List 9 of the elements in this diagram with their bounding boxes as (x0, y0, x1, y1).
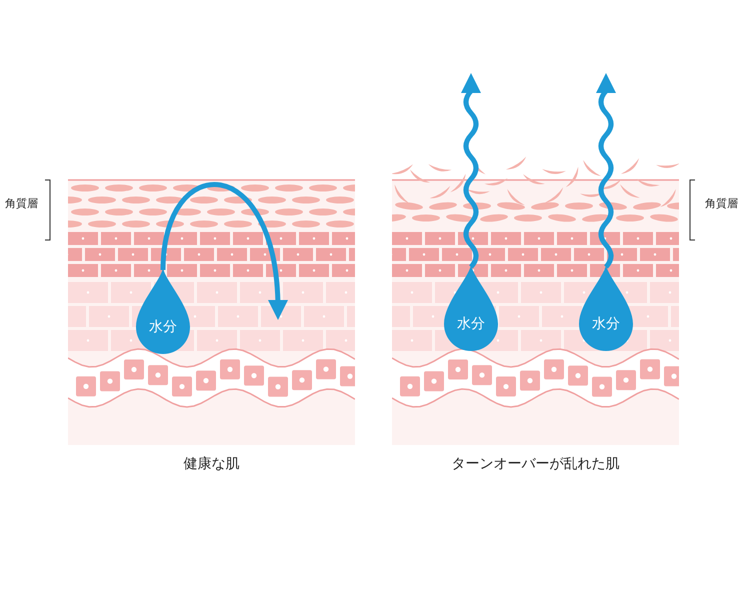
water-drop: 水分 (579, 265, 633, 351)
water-drop: 水分 (136, 268, 190, 354)
arrow (596, 73, 616, 269)
panel-title: 健康な肌 (184, 455, 240, 473)
arrow (461, 73, 481, 269)
layer-label: 角質層 (5, 196, 38, 211)
layer-label: 角質層 (705, 196, 738, 211)
panel-title: ターンオーバーが乱れた肌 (452, 455, 620, 473)
water-drop: 水分 (444, 265, 498, 351)
